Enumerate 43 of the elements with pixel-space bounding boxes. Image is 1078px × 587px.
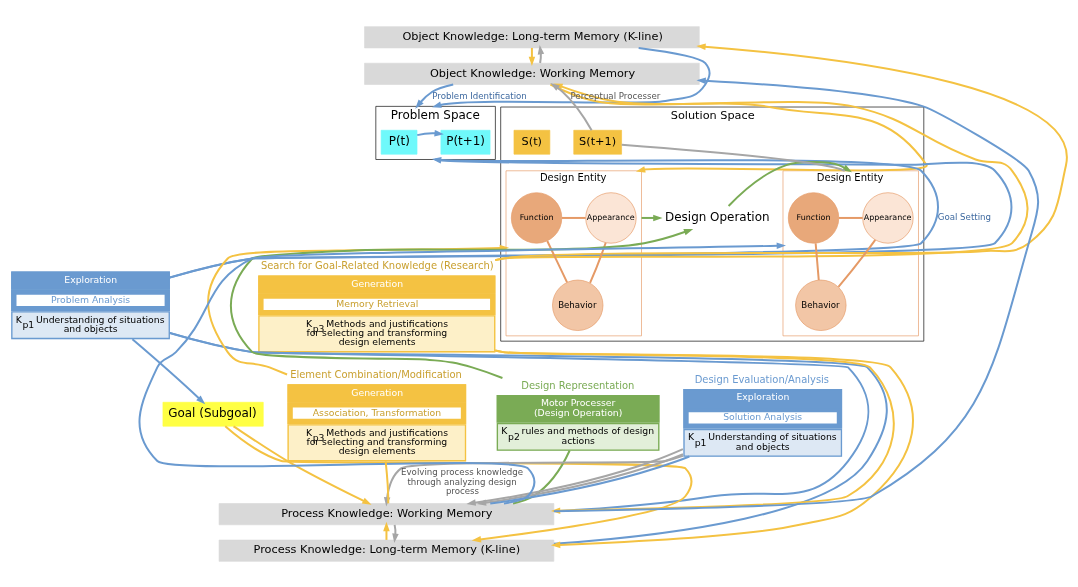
node-circle: Behavior — [552, 279, 604, 331]
node-label: Design Evaluation/Analysis — [694, 373, 830, 385]
node-box: Goal (Subgoal) — [162, 401, 264, 426]
node-box: P(t+1) — [440, 129, 491, 154]
connector — [837, 238, 877, 288]
connector — [489, 455, 691, 504]
node-label: Element Combination/Modification — [290, 368, 462, 380]
node-box: Process Knowledge: Working Memory — [218, 502, 555, 525]
connector — [589, 241, 607, 284]
arrow — [432, 46, 711, 108]
connector — [546, 239, 569, 283]
arrow — [494, 348, 914, 548]
edge-label: Goal Setting — [937, 211, 992, 222]
node-circle: Behavior — [795, 279, 847, 331]
connector — [384, 459, 390, 504]
connector — [512, 449, 571, 505]
arrow — [416, 129, 444, 136]
node-label: Search for Goal-Related Knowledge (Research) — [260, 259, 494, 271]
arrow — [727, 160, 852, 207]
node-text: Design Operation — [665, 209, 770, 224]
arrow — [415, 82, 455, 109]
node-box: S(t) — [513, 129, 551, 154]
arrow — [528, 46, 536, 66]
arrow — [229, 228, 694, 379]
arrow — [537, 44, 545, 64]
node-box: Process Knowledge: Long-term Memory (K-line) — [218, 539, 555, 562]
node-box: Object Knowledge: Long-term Memory (K-line) — [364, 25, 700, 48]
node-box: S(t+1) — [573, 129, 622, 154]
connector — [560, 216, 587, 219]
arrow — [131, 337, 206, 404]
node-box: P(t) — [380, 129, 418, 154]
arrow — [494, 43, 1067, 261]
edge-label: Evolving process knowledge through analyzing design process — [401, 466, 524, 496]
node-box: Object Knowledge: Working Memory — [364, 62, 700, 85]
arrow — [232, 424, 372, 505]
connector — [168, 331, 888, 545]
connector — [814, 241, 820, 281]
edge-label: Problem Identification — [432, 90, 527, 101]
arrow — [383, 521, 390, 541]
node-label: Design Representation — [521, 379, 635, 391]
connector — [620, 143, 846, 172]
arrow — [392, 523, 399, 543]
connector — [837, 216, 864, 219]
